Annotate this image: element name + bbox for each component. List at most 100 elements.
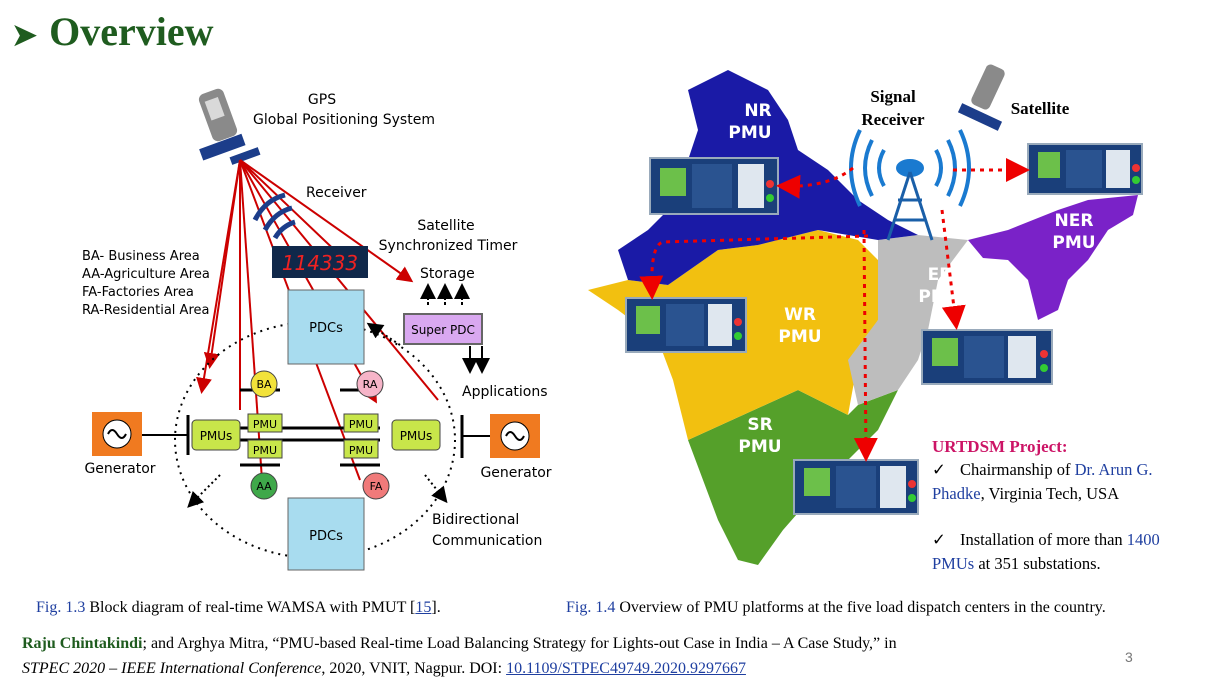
india-pmu-map: NR PMU NER PMU ER PMU WR PMU SR PMU Sign… [588,64,1143,565]
fig-1-3-label: Fig. 1.3 [36,599,86,616]
communication-ring [174,321,456,559]
ba-circle [250,370,278,398]
citation-rest: ; and Arghya Mitra, “PMU-based Real-time… [142,635,897,652]
urtdsm-b1-name: Dr. Arun G. Phadke [932,460,1153,503]
citation-line-2: STPEC 2020 – IEEE International Conferen… [22,660,746,678]
applications-label: Applications [462,384,548,400]
ner-pmu-label: PMU [1052,233,1095,253]
region-er [848,235,968,405]
urtdsm-b2-post: at 351 substations. [974,554,1101,573]
legend-aa: AA-Agriculture Area [82,267,210,282]
communication-label: Communication [432,533,542,549]
arrow-bullet-icon: ➤ [12,19,38,52]
signal-distribution-arrows [639,158,1030,462]
ra-label: RA [363,378,378,391]
sr-label: SR [747,415,772,435]
sr-pmu-label: PMU [738,437,781,457]
pmu-device-wr [625,297,747,353]
receiver-wave-icon [252,192,296,240]
satellite-timer-label: Satellite [417,218,474,234]
ner-label: NER [1055,211,1094,231]
timer-display-value: 114333 [282,251,358,275]
pmus-left-box [191,419,241,451]
generator-left-label: Generator [84,461,155,477]
pmus-right-label: PMUs [400,429,433,443]
citation-place: , 2020, VNIT, Nagpur. DOI: [321,660,507,677]
pdcs-top-label: PDCs [309,321,343,336]
slide-title-text: Overview [49,9,214,54]
fa-circle [362,472,390,500]
bidirectional-label: Bidirectional [432,512,519,528]
storage-label: Storage [420,266,475,282]
pmu-label-4: PMU [349,444,373,457]
pmu-device-nr [649,157,779,215]
urtdsm-bullet-2: ✓ Installation of more than 1400 PMUs at … [932,528,1204,576]
pdcs-bottom-label: PDCs [309,529,343,544]
slide-title: ➤ Overview [12,8,214,55]
wamsa-block-diagram: GPS Global Positioning System Receiver 1… [82,88,552,571]
pmus-right-box [391,419,441,451]
fig-1-3-end: ]. [431,599,441,616]
signal-tower-icon [849,129,971,241]
satellite-icon [957,64,1005,131]
pmu-device-sr [793,459,919,515]
citation-venue: STPEC 2020 – IEEE International Conferen… [22,660,322,677]
aa-circle [250,472,278,500]
fig-1-4-label: Fig. 1.4 [566,599,616,616]
pmu-small-boxes [247,413,379,459]
wr-label: WR [784,305,816,325]
receiver-label-right: Receiver [861,110,925,129]
fig-1-3-caption: Fig. 1.3 Block diagram of real-time WAMS… [36,599,441,617]
pmu-label-2: PMU [253,444,277,457]
super-pdc-box [403,313,483,345]
gps-system-label: Global Positioning System [253,112,435,128]
checkmark-icon: ✓ [932,460,946,479]
synchronized-timer-label: Synchronized Timer [379,238,518,254]
fig-1-3-text: Block diagram of real-time WAMSA with PM… [85,599,416,616]
receiver-label: Receiver [306,185,367,201]
signal-label: Signal [870,87,916,106]
ba-label: BA [256,378,272,391]
checkmark-icon: ✓ [932,530,946,549]
super-pdc-label: Super PDC [411,323,475,337]
gps-label: GPS [308,92,336,108]
storage-arrows [420,283,470,305]
urtdsm-bullet-1: ✓ Chairmanship of Dr. Arun G. Phadke, Vir… [932,458,1204,506]
generator-right-label: Generator [480,465,551,481]
pmu-device-ner [1027,143,1143,195]
urtdsm-title: URTDSM Project: [932,437,1068,456]
pmu-device-er [921,329,1053,385]
fa-label: FA [370,480,383,493]
nr-pmu-label: PMU [728,123,771,143]
er-label: ER [928,265,953,285]
citation-line-1: Raju Chintakindi; and Arghya Mitra, “PMU… [22,635,1122,653]
timer-display-box [272,246,368,278]
fig-1-4-caption: Fig. 1.4 Overview of PMU platforms at th… [566,599,1106,617]
page-number: 3 [1125,649,1133,665]
pmus-left-label: PMUs [200,429,233,443]
urtdsm-b2-pre: Installation of more than [960,530,1127,549]
legend-ba: BA- Business Area [82,249,200,264]
urtdsm-b2-count: 1400 PMUs [932,530,1160,573]
legend-ra: RA-Residential Area [82,303,209,318]
nr-label: NR [744,101,771,121]
legend-fa: FA-Factories Area [82,285,194,300]
urtdsm-b1-pre: Chairmanship of [960,460,1075,479]
ra-circle [356,370,384,398]
pmu-label-3: PMU [349,418,373,431]
region-ner [968,195,1138,320]
pdcs-bottom-box [287,497,365,571]
gps-satellite-icon [198,88,261,165]
citation-author: Raju Chintakindi [22,635,143,652]
applications-arrows [462,346,490,374]
pdcs-top-box [287,289,365,365]
urtdsm-b1-post: , Virginia Tech, USA [980,484,1120,503]
fig-1-3-ref-link[interactable]: 15 [415,599,432,616]
fig-1-4-text: Overview of PMU platforms at the five lo… [615,599,1106,616]
satellite-label: Satellite [1011,99,1070,118]
er-pmu-label: PMU [918,287,961,307]
citation-doi-link[interactable]: 10.1109/STPEC49749.2020.9297667 [506,660,746,677]
bidirectional-arrows [187,322,448,508]
aa-label: AA [256,480,272,493]
wr-pmu-label: PMU [778,327,821,347]
